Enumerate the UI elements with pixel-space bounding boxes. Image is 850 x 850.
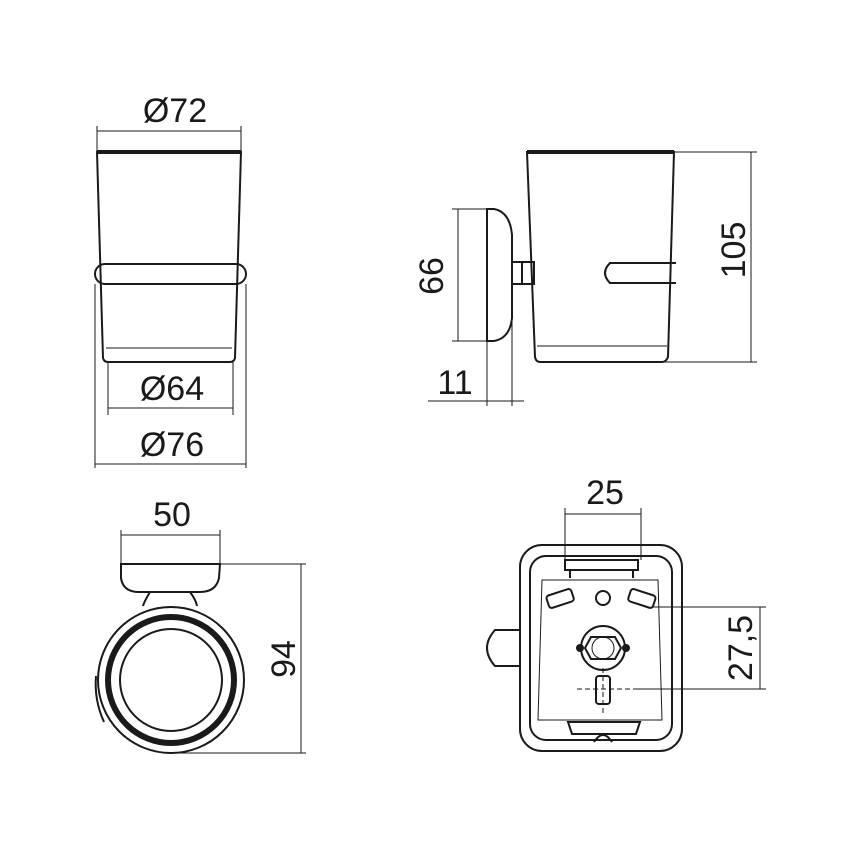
front-dim-label-76: Ø76 bbox=[140, 426, 204, 464]
top-wall-plate bbox=[120, 563, 222, 593]
back-bolt-inner bbox=[591, 636, 615, 660]
back-bolt-knob-right bbox=[622, 644, 630, 652]
back-inner-cavity bbox=[537, 579, 663, 721]
back-bolt-outer bbox=[580, 625, 626, 671]
back-dim-label-275: 27,5 bbox=[722, 615, 760, 681]
front-cup-outline bbox=[95, 151, 243, 363]
back-slot-left bbox=[545, 588, 575, 609]
back-bottom-clip bbox=[566, 721, 642, 735]
back-bolt-hex bbox=[583, 636, 623, 660]
back-dim-label-25: 25 bbox=[586, 474, 624, 512]
side-dim-label-105: 105 bbox=[715, 222, 753, 279]
back-connector-stub bbox=[486, 629, 520, 667]
top-dim-label-94: 94 bbox=[265, 640, 303, 678]
top-ring-opening bbox=[94, 675, 105, 723]
back-top-hole bbox=[595, 590, 611, 606]
back-view: 25 27,5 bbox=[486, 474, 766, 752]
side-wall-plate bbox=[486, 208, 513, 342]
side-ring-slot bbox=[604, 262, 676, 284]
back-plate-inner bbox=[529, 555, 673, 741]
front-view: Ø72 Ø64 Ø76 bbox=[94, 92, 247, 468]
back-top-bracket bbox=[564, 559, 639, 578]
side-view: 66 11 105 bbox=[413, 150, 757, 406]
top-view: 50 94 bbox=[94, 496, 306, 754]
side-cup-outline bbox=[525, 151, 676, 363]
top-ring-dark bbox=[105, 614, 237, 746]
front-ring-band bbox=[94, 263, 247, 285]
front-dim-label-72: Ø72 bbox=[143, 92, 207, 130]
back-bolt-knob-left bbox=[576, 644, 584, 652]
back-plate-outer bbox=[519, 544, 683, 752]
top-inner-ring bbox=[119, 628, 223, 732]
top-connector-neck bbox=[142, 591, 198, 607]
side-dim-label-11: 11 bbox=[437, 364, 472, 402]
front-dim-label-64: Ø64 bbox=[140, 370, 204, 408]
back-bottom-tab bbox=[593, 734, 613, 743]
back-slot-right bbox=[627, 588, 657, 609]
side-dim-label-66: 66 bbox=[413, 257, 451, 295]
top-dim-label-50: 50 bbox=[153, 496, 191, 534]
